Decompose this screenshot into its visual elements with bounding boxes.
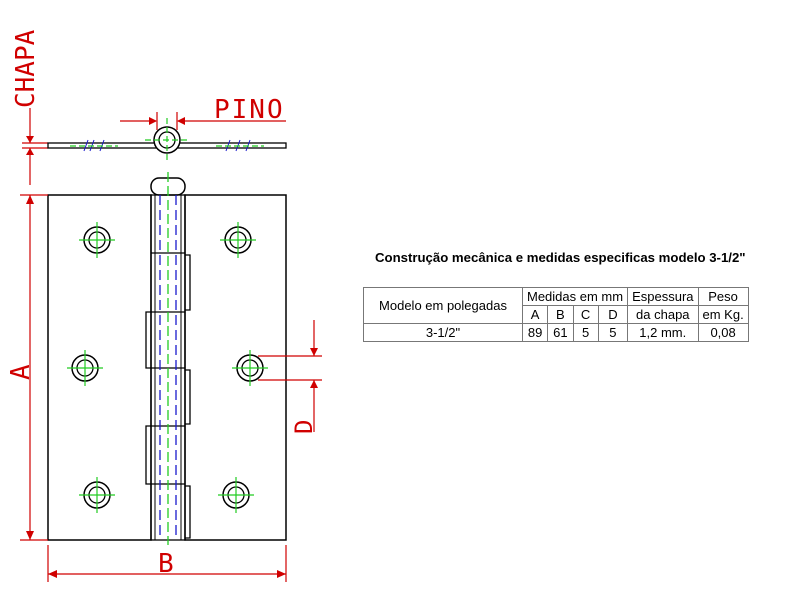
header-a: A <box>521 305 549 324</box>
spec-panel: Construção mecânica e medidas especifica… <box>363 250 783 342</box>
screw-hole <box>232 350 268 386</box>
dimension-b-label: B <box>158 549 174 579</box>
dimension-a-label: A <box>6 364 36 380</box>
screw-hole <box>220 222 256 258</box>
screw-hole <box>79 477 115 513</box>
header-c: C <box>572 305 599 324</box>
cell-b: 61 <box>547 323 574 342</box>
screw-hole <box>218 477 254 513</box>
header-weight-2: em Kg. <box>697 305 749 324</box>
chapa-dimension <box>22 108 48 185</box>
dimension-b <box>47 545 287 582</box>
header-thickness-1: Espessura <box>627 287 699 306</box>
header-b: B <box>547 305 574 324</box>
header-model: Modelo em polegadas <box>363 287 523 324</box>
header-weight-1: Peso <box>697 287 749 306</box>
dimension-d-label: D <box>290 420 318 434</box>
spec-title: Construção mecânica e medidas especifica… <box>375 250 746 265</box>
screw-hole <box>79 222 115 258</box>
hinge-top-view <box>47 118 287 162</box>
cell-model: 3-1/2" <box>363 323 523 342</box>
cell-weight: 0,08 <box>697 323 749 342</box>
hinge-front-view <box>47 172 287 545</box>
dimension-a <box>20 194 48 541</box>
cell-thickness: 1,2 mm. <box>627 323 699 342</box>
cell-a: 89 <box>521 323 549 342</box>
dimension-d <box>258 320 322 432</box>
screw-holes <box>67 222 268 513</box>
header-d: D <box>597 305 629 324</box>
header-thickness-2: da chapa <box>627 305 699 324</box>
pino-dimension <box>120 112 286 130</box>
pino-label: PINO <box>214 95 285 125</box>
chapa-label: CHAPA <box>11 29 41 108</box>
cell-c: 5 <box>572 323 599 342</box>
header-measures: Medidas em mm <box>521 287 629 306</box>
cell-d: 5 <box>597 323 629 342</box>
spec-table: Modelo em polegadas Medidas em mm Espess… <box>363 287 749 342</box>
table-row: 3-1/2" 89 61 5 5 1,2 mm. 0,08 <box>363 323 749 342</box>
screw-hole <box>67 350 103 386</box>
